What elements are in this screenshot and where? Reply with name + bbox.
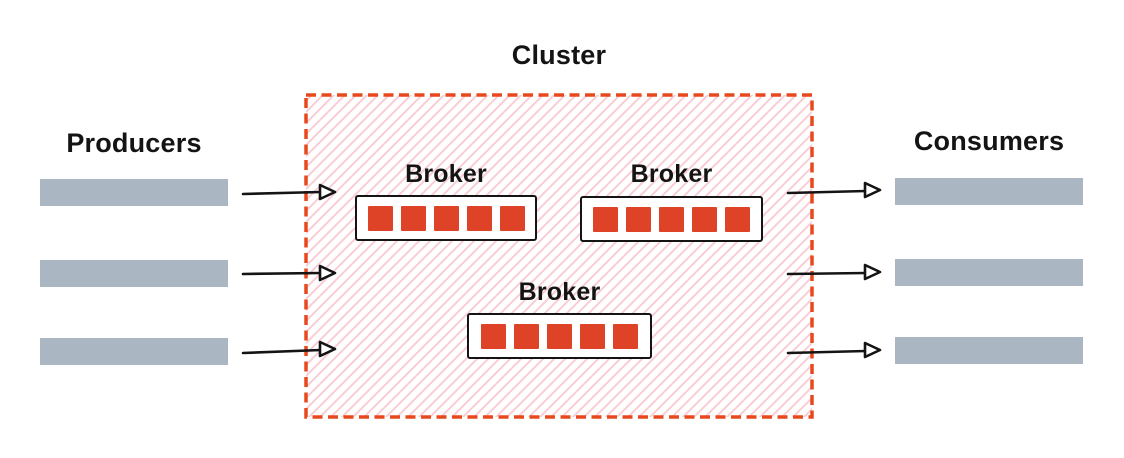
partition-square: [481, 323, 506, 349]
partition-square: [499, 205, 525, 231]
producer-bar: [40, 260, 228, 287]
arrow-shaft: [786, 271, 868, 276]
arrow-head-icon: [318, 340, 337, 358]
partition-square: [626, 206, 651, 232]
arrow-head-icon: [863, 341, 882, 359]
arrow-shaft: [241, 271, 323, 276]
producer-bar: [40, 179, 228, 206]
arrow-head-icon: [318, 183, 337, 201]
arrow-head-icon: [863, 181, 882, 199]
broker-box-1: [355, 195, 537, 241]
producers-label: Producers: [66, 128, 202, 158]
partition-square: [466, 205, 492, 231]
consumer-arrow-2: [786, 263, 882, 281]
producer-arrow-2: [241, 264, 337, 282]
arrow-shaft: [786, 349, 868, 355]
partition-square: [593, 206, 618, 232]
partition-square: [547, 323, 572, 349]
partition-square: [659, 206, 684, 232]
partition-square: [613, 323, 638, 349]
broker-label: Broker: [630, 160, 713, 188]
partition-square: [692, 206, 717, 232]
cluster-title: Cluster: [511, 40, 607, 70]
broker-box-3: [467, 313, 652, 359]
partition-square: [725, 206, 750, 232]
consumer-arrow-1: [786, 181, 882, 199]
consumer-bar: [895, 259, 1083, 286]
arrow-head-icon: [318, 264, 337, 282]
partition-square: [580, 323, 605, 349]
arrow-shaft: [241, 190, 323, 196]
producer-arrow-1: [241, 183, 337, 201]
broker-label: Broker: [405, 160, 487, 188]
broker-box-2: [580, 196, 763, 242]
partition-square: [433, 205, 459, 231]
partition-square: [514, 323, 539, 349]
arrow-shaft: [241, 348, 323, 355]
consumers-label: Consumers: [913, 126, 1065, 156]
producer-arrow-3: [241, 340, 337, 358]
consumer-bar: [895, 337, 1083, 364]
broker-label: Broker: [518, 278, 601, 306]
consumer-arrow-3: [786, 341, 882, 359]
arrow-head-icon: [863, 263, 882, 281]
consumer-bar: [895, 178, 1083, 205]
producer-bar: [40, 338, 228, 365]
partition-square: [400, 205, 426, 231]
partition-square: [367, 205, 393, 231]
cluster-boundary: [304, 93, 814, 419]
arrow-shaft: [786, 189, 868, 195]
